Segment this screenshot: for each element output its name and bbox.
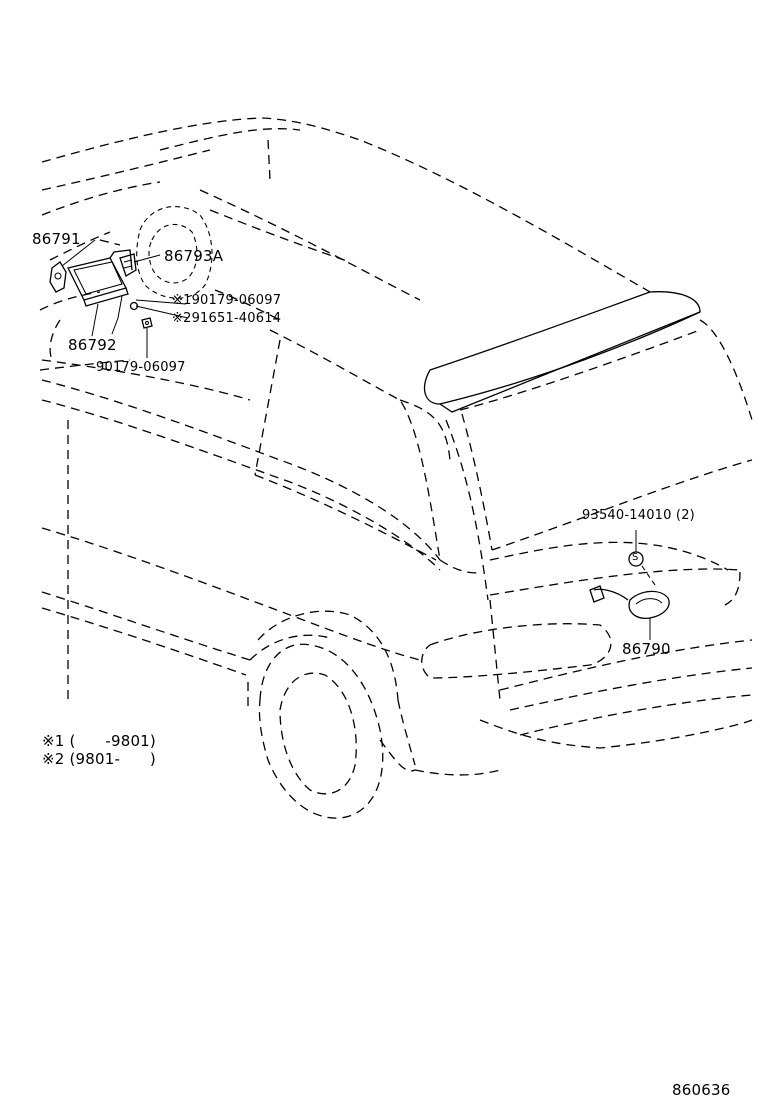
rear-wheel bbox=[249, 610, 501, 819]
callout-86793a: 86793A bbox=[164, 247, 224, 265]
rear-camera-86790 bbox=[589, 530, 670, 640]
bracket-86793a bbox=[119, 253, 137, 277]
callout-86791: 86791 bbox=[32, 230, 81, 248]
fasteners bbox=[129, 301, 153, 329]
figure-number: 860636 bbox=[672, 1081, 731, 1099]
dashboard bbox=[39, 181, 281, 371]
display-unit-86792 bbox=[67, 249, 133, 307]
leader-lines-front bbox=[61, 239, 189, 358]
rear-window bbox=[459, 319, 753, 551]
tail-lamp bbox=[421, 623, 612, 679]
callout-90179-06097: 90179-06097 bbox=[96, 360, 186, 375]
note-2: ※2 (9801- ) bbox=[42, 750, 156, 768]
callout-91651-40614-note2: ※291651-40614 bbox=[172, 311, 282, 326]
s-mark-icon: S bbox=[632, 552, 639, 563]
callout-93540-14010: 93540-14010 (2) bbox=[582, 508, 695, 523]
bracket-86791 bbox=[49, 261, 67, 293]
van-side-body bbox=[41, 359, 441, 710]
van-roof-outline bbox=[41, 117, 651, 301]
side-rear-window bbox=[254, 329, 489, 601]
note-1: ※1 ( -9801) bbox=[42, 732, 156, 750]
callout-86790: 86790 bbox=[622, 640, 671, 658]
rear-spoiler bbox=[423, 291, 701, 413]
callout-90179-06097-note1: ※190179-06097 bbox=[172, 293, 282, 308]
rear-bumper bbox=[479, 541, 753, 749]
callout-86792: 86792 bbox=[68, 336, 117, 354]
